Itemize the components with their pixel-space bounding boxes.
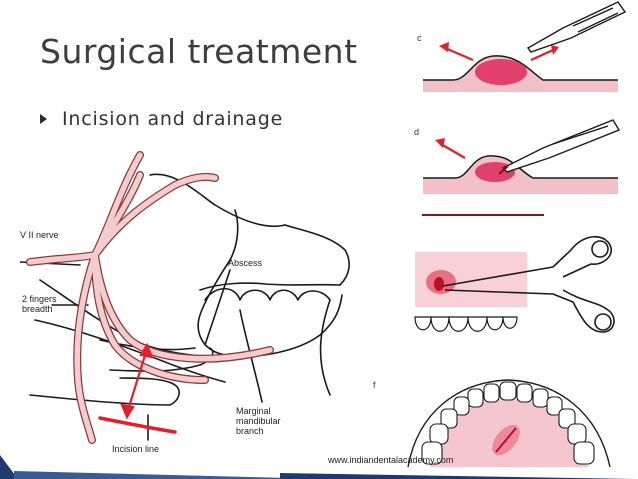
bullet-text: Incision and drainage xyxy=(62,108,284,130)
panel-f-figure xyxy=(388,362,628,472)
slide-title: Surgical treatment xyxy=(40,32,358,71)
panel-e-figure xyxy=(413,222,628,355)
bullet-arrow-icon xyxy=(40,114,47,124)
label-incision-line: Incision line xyxy=(112,444,160,454)
panel-d-figure xyxy=(413,118,628,200)
face-incision-illustration xyxy=(20,150,360,468)
label-fingers-breadth: 2 fingers breadth xyxy=(22,294,57,314)
label-marginal-branch: Marginal mandibular branch xyxy=(236,406,281,436)
panel-letter-d: d xyxy=(414,127,420,137)
panel-c-figure xyxy=(413,0,628,95)
panel-letter-f: f xyxy=(373,380,376,390)
label-abscess: Abscess xyxy=(228,258,263,268)
panel-letter-c: c xyxy=(417,33,422,43)
watermark-url[interactable]: www.indiandentalacademy.com xyxy=(328,455,454,465)
bullet-item: Incision and drainage xyxy=(40,106,283,132)
panel-divider xyxy=(422,214,544,216)
label-nerve: V II nerve xyxy=(20,230,59,240)
slide-accent-bar xyxy=(0,455,638,479)
